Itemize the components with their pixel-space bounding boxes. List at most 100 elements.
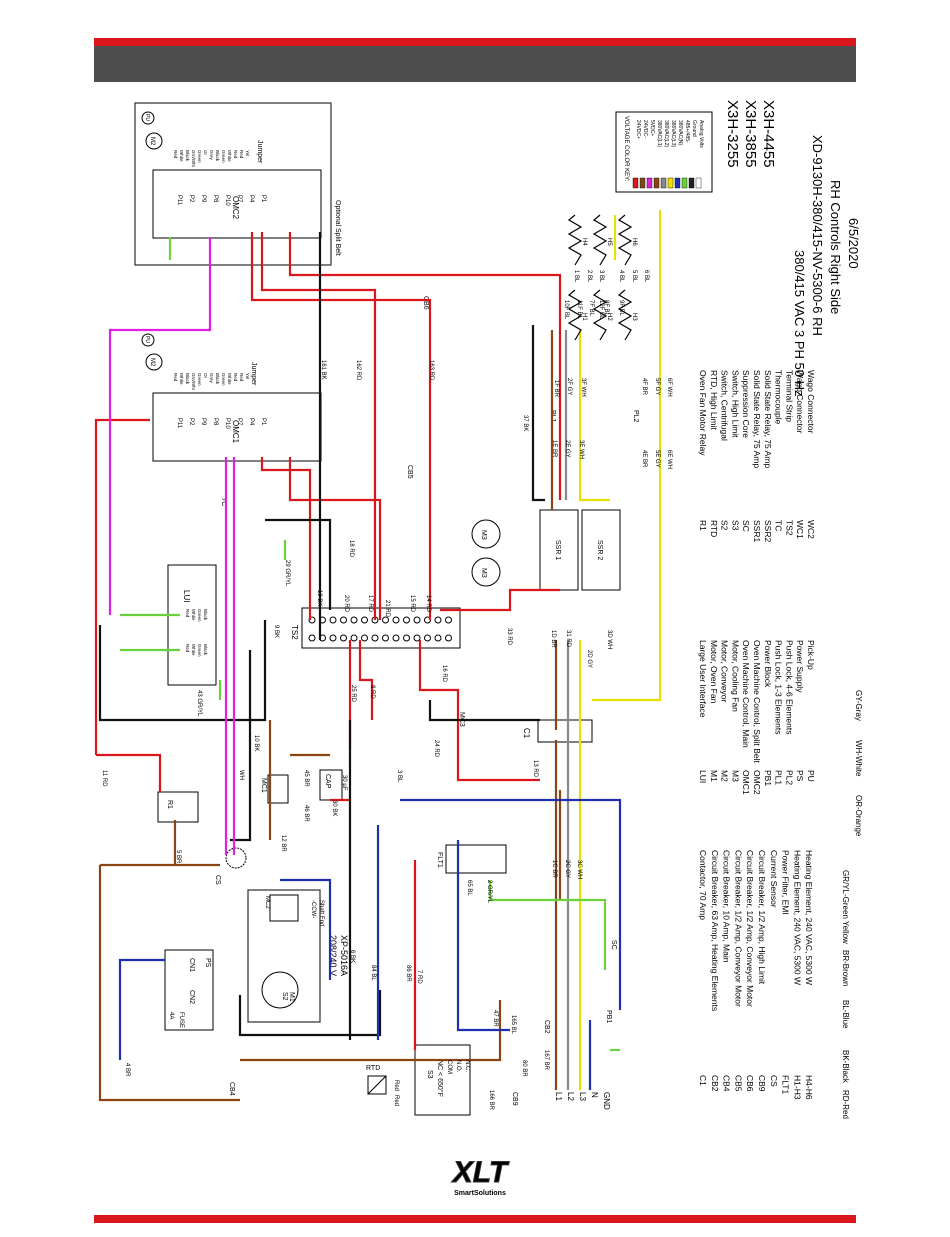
pb1-label: PB1 [605,1010,612,1023]
wire [260,457,312,620]
wire [280,878,332,980]
legend-desc: Oven Machine Control, Main [741,640,751,748]
legend-code: WC2 [806,520,816,539]
color-abbreviation: RD-Red [841,1090,850,1119]
legend-desc: Heating Element, 240 VAC, 5300 W [804,850,814,985]
legend-desc: Power Block [763,640,773,688]
ts2-terminal [392,634,400,642]
heater-label: H2 [606,313,612,321]
svg-text:M2: M2 [149,137,155,146]
wire-label: 9 BK [273,625,279,638]
wire-label: 3 BL [598,270,604,283]
ts2-terminal [413,616,421,624]
legend-code: LUI [698,770,708,783]
legend-code: S3 [730,520,740,531]
svg-text:RTD: RTD [366,1065,380,1072]
legend-code: C1 [698,1075,708,1086]
wire-label: 162 RD [355,360,361,381]
voltage-swatch [646,177,653,189]
svg-text:R1: R1 [166,800,173,809]
wire [118,958,165,1060]
omc1-port-label: P1 [260,418,266,426]
omc1-port-label: P8 [212,418,218,426]
legend-desc: Oven Fan Motor Relay [698,370,708,456]
omc1-port-label: P2 [188,418,194,426]
bottom-red-band [94,1215,856,1223]
legend-code: M3 [730,770,740,782]
omc1-board: OMC1 [152,392,322,462]
wire-label: 33 RD [506,628,512,646]
ts2-terminal [371,634,379,642]
legend-code: PL2 [784,770,794,785]
wire-label: WH [238,770,244,780]
line-input-label: L2 [566,1092,575,1101]
pu-omc2: PU [141,111,155,125]
svg-text:M3: M3 [480,568,487,578]
wire-label: 2 GR/YL [486,880,492,904]
svg-text:SSR 1: SSR 1 [554,540,561,560]
sc-label: SC [610,940,617,950]
svg-text:M3: M3 [480,530,487,540]
svg-text:PS: PS [204,958,211,968]
svg-text:Optional Split Belt: Optional Split Belt [334,200,341,256]
wire-label: 3C WH [576,860,582,879]
svg-text:S2: S2 [281,992,288,1001]
legend-desc: Pick-Up [806,640,816,670]
color-abbreviation: BL-Blue [841,1000,850,1029]
wire [288,232,562,500]
ts2-terminal [403,616,410,624]
wire-label: 25 RD [350,685,356,703]
omc2-pin-label: Grey [209,150,214,161]
wire [400,798,622,1010]
color-abbreviation: OR-Orange [854,795,863,837]
omc2-pin-label: Yel [245,150,250,156]
model-1: X3H-3255 [724,100,741,168]
ts2-terminal [340,634,347,642]
omc2-pin-label: White [227,150,232,162]
line-input-label: N [590,1092,599,1098]
wire-label: 1 BL [573,270,579,283]
wire-label: 18 RD [348,540,354,558]
ts2-terminal [308,634,316,642]
ts2-terminal [382,634,389,642]
legend-code: RTD [709,520,719,537]
voltage-key-label: 24VDC+ [635,120,641,139]
omc1-pin-label: Black [185,373,190,385]
legend-desc: Circuit Breaker, 63 Amp, Heating Element… [710,850,720,1011]
wire-label: 20 RD [343,595,349,613]
voltage-key-label: 5VDC+ [649,120,655,136]
legend-code: PU [806,770,816,782]
svg-text:M2: M2 [149,358,155,367]
cb5-label: CB5 [406,465,413,479]
omc2-pin-label: Red [173,150,178,159]
power-spec: 380/415 VAC 3 PH 50 Hz [792,250,807,396]
svg-text:4A: 4A [168,1012,174,1019]
svg-text:LUI: LUI [182,590,191,602]
wire-label: 5F GY [654,378,660,395]
wire-label: 2C GY [564,860,570,878]
omc1-port-label: P10 [224,418,230,429]
omc1-pin-label: White [227,373,232,385]
voltage-swatch [667,177,674,189]
m3-cooling-fan-2: M3 [471,557,501,587]
cb2-label: CB2 [543,1020,550,1034]
wire [265,518,332,610]
wire [288,457,382,620]
legend-code: SC [741,520,751,532]
legend-code: R1 [698,520,708,531]
ts2-terminal [445,634,452,642]
heater-element [567,289,583,341]
svg-text:Shaft End: Shaft End [318,900,324,926]
wire-label: 3F WH [580,378,586,397]
wire-label: 86 BR [405,965,411,982]
lui-panel: LUI [167,564,217,686]
ts2-terminal [392,616,400,624]
legend-desc: Push Lock, 1-3 Elements [774,640,784,735]
wire-label: 3E WH [578,440,584,459]
svg-text:XP-5016A: XP-5016A [339,935,349,976]
wire-label: 1C BR [551,860,557,878]
wire-label: 15 RD [409,595,415,613]
voltage-swatch [632,177,639,189]
legend-code: M2 [720,770,730,782]
wire-label: 4 BR [124,1063,130,1077]
